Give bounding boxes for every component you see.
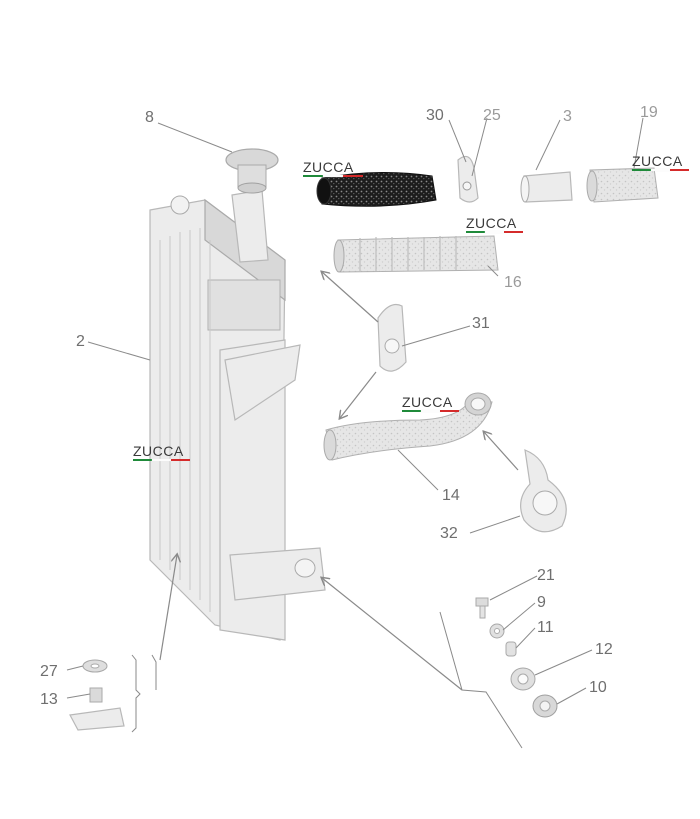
brand-text: ZUCCA bbox=[466, 215, 517, 231]
callout-16: 16 bbox=[504, 274, 522, 291]
grommet-icon-12 bbox=[510, 667, 536, 691]
callout-31: 31 bbox=[472, 315, 490, 332]
callout-12: 12 bbox=[595, 641, 613, 658]
top-hose-icon bbox=[316, 171, 437, 207]
brand-logo-short-hose: ZUCCA bbox=[632, 153, 689, 172]
brand-text: ZUCCA bbox=[402, 394, 453, 410]
corrugated-hose-icon bbox=[333, 235, 499, 273]
callout-21: 21 bbox=[537, 567, 555, 584]
hose-clamp-icon-32 bbox=[520, 449, 567, 533]
hose-clamp-icon-25 bbox=[457, 155, 479, 203]
assembly-arrows bbox=[159, 272, 523, 749]
callout-14: 14 bbox=[442, 487, 460, 504]
brand-logo-corrugated-hose: ZUCCA bbox=[466, 215, 523, 234]
brand-logo-top-hose: ZUCCA bbox=[303, 159, 363, 178]
callout-30: 30 bbox=[426, 107, 444, 124]
brand-logo-radiator: ZUCCA bbox=[133, 443, 190, 462]
nut-icon-10 bbox=[532, 694, 558, 718]
callout-3: 3 bbox=[563, 108, 572, 125]
drain-tap-icon bbox=[69, 687, 125, 731]
drain-washer-icon bbox=[82, 659, 108, 673]
hose-clamp-icon-31 bbox=[377, 303, 407, 372]
callout-labels: 8 30 25 3 19 16 2 31 14 32 21 9 11 12 10… bbox=[40, 104, 658, 708]
brand-text: ZUCCA bbox=[133, 443, 184, 459]
spacer-icon-11 bbox=[505, 641, 517, 657]
callout-27: 27 bbox=[40, 663, 58, 680]
callout-9: 9 bbox=[537, 594, 546, 611]
bolt-icon bbox=[475, 597, 489, 619]
callout-13: 13 bbox=[40, 691, 58, 708]
leader-lines bbox=[66, 117, 644, 733]
callout-8: 8 bbox=[145, 109, 154, 126]
short-hose-icon bbox=[586, 167, 659, 203]
radiator-cap-icon bbox=[225, 148, 279, 194]
brand-text: ZUCCA bbox=[303, 159, 354, 175]
callout-32: 32 bbox=[440, 525, 458, 542]
callout-10: 10 bbox=[589, 679, 607, 696]
brand-logo-lower-hose: ZUCCA bbox=[402, 394, 459, 413]
lower-hose-icon bbox=[323, 392, 493, 461]
washer-icon-9 bbox=[489, 623, 505, 639]
brand-text: ZUCCA bbox=[632, 153, 683, 169]
radiator-icon bbox=[149, 189, 326, 641]
callout-25: 25 bbox=[483, 107, 501, 124]
sleeve-icon bbox=[520, 171, 573, 203]
callout-2: 2 bbox=[76, 333, 85, 350]
callout-19: 19 bbox=[640, 104, 658, 121]
callout-11: 11 bbox=[537, 619, 554, 636]
